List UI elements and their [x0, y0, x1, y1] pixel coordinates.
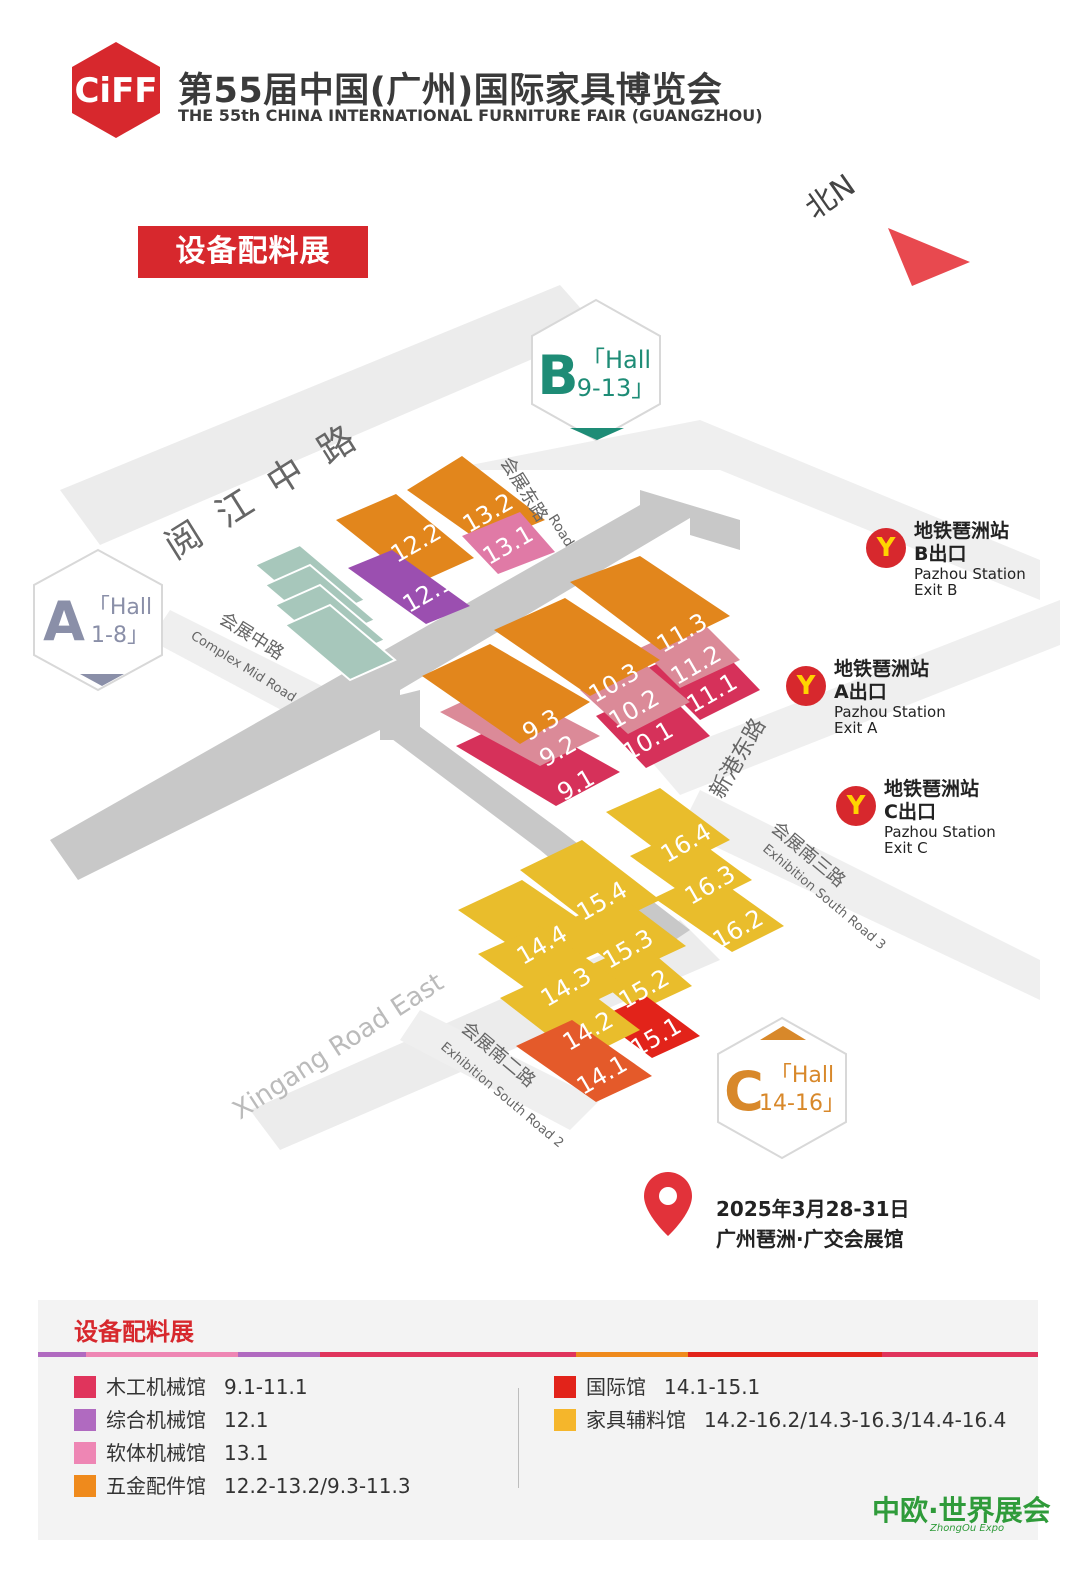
- ciff-logo: CiFF: [72, 42, 160, 138]
- metro-c-en-1: Pazhou Station: [884, 823, 996, 841]
- hall-15-1: [598, 996, 700, 1058]
- svg-text:1-8」: 1-8」: [91, 623, 149, 648]
- metro-b-cn-2: B出口: [914, 543, 967, 565]
- event-date: 2025年3月28-31日: [716, 1197, 910, 1221]
- swatch: [74, 1409, 96, 1431]
- road-south-3: [680, 790, 1040, 1000]
- event-info: 2025年3月28-31日 广州琶洲·广交会展馆: [716, 1194, 910, 1254]
- metro-a-cn-2: A出口: [834, 681, 887, 703]
- svg-text:北N: 北N: [799, 168, 862, 227]
- metro-c-cn-2: C出口: [884, 801, 936, 823]
- hall-badge-a[interactable]: A 「Hall 1-8」: [33, 548, 163, 692]
- compass-label: 北N: [799, 168, 862, 227]
- metro-a-cn-1: 地铁琶洲站: [834, 658, 930, 680]
- hall-badge-b[interactable]: B 「Hall 9-13」: [531, 298, 661, 442]
- swatch: [74, 1475, 96, 1497]
- road-complex-mid: [150, 610, 330, 720]
- watermark-subtitle: ZhongOu Expo: [930, 1523, 1005, 1534]
- svg-text:C: C: [724, 1060, 764, 1123]
- metro-b-cn-1: 地铁琶洲站: [914, 520, 1010, 542]
- legend-divider: [518, 1388, 519, 1488]
- event-venue: 广州琶洲·广交会展馆: [716, 1227, 904, 1251]
- hall-15-2: [584, 942, 692, 1012]
- hall-14-2: [500, 970, 640, 1060]
- ring-connector: [380, 690, 420, 740]
- svg-text:14-16」: 14-16」: [759, 1091, 845, 1116]
- hall-12-2: [336, 494, 474, 584]
- metro-icon: Y: [866, 528, 906, 568]
- swatch: [554, 1376, 576, 1398]
- metro-a-en-2: Exit A: [834, 719, 878, 737]
- hall-badge-c[interactable]: C 「Hall 14-16」: [717, 1016, 847, 1160]
- svg-text:「Hall: 「Hall: [581, 346, 651, 374]
- legend-color-bar: [38, 1352, 1038, 1357]
- road-exhibition-east: [445, 420, 1040, 600]
- north-arrow-icon: [888, 228, 970, 286]
- hall-14-1: [516, 1020, 652, 1102]
- hall-1-8-blocks: [253, 543, 397, 682]
- hall-14-4: [458, 880, 616, 974]
- metro-b-en-1: Pazhou Station: [914, 565, 1026, 583]
- legend-title: 设备配料展: [74, 1318, 194, 1346]
- metro-a-en-1: Pazhou Station: [834, 703, 946, 721]
- svg-text:CiFF: CiFF: [74, 71, 157, 111]
- hall-10-3: [494, 598, 660, 696]
- swatch: [74, 1442, 96, 1464]
- road-south-2: [400, 1010, 600, 1130]
- hall-11-3: [570, 556, 730, 650]
- svg-text:B: B: [537, 344, 578, 407]
- road-east-diagonal: [650, 600, 1060, 795]
- road-label-exhibition-east-en: Road: [545, 512, 577, 550]
- svg-text:「Hall: 「Hall: [88, 595, 152, 620]
- road-yuejiang-mid: [60, 285, 600, 545]
- svg-text:9-13」: 9-13」: [577, 374, 655, 402]
- hall-13-1: [462, 512, 555, 574]
- svg-text:「Hall: 「Hall: [770, 1063, 834, 1088]
- location-pin-icon: [644, 1172, 692, 1236]
- metro-c-cn-1: 地铁琶洲站: [884, 778, 980, 800]
- metro-c-en-2: Exit C: [884, 839, 928, 857]
- hall-9-3: [422, 644, 590, 744]
- swatch: [74, 1376, 96, 1398]
- metro-icon: Y: [836, 786, 876, 826]
- hall-12-1: [348, 550, 470, 624]
- watermark-logo: 中欧·世界展会: [872, 1494, 1051, 1527]
- hall-16-2: [654, 872, 784, 952]
- fair-title-cn: 第55届中国(广州)国际家具博览会: [178, 71, 723, 111]
- fair-title-en: THE 55th CHINA INTERNATIONAL FURNITURE F…: [178, 106, 763, 125]
- section-tag: 设备配料展: [138, 226, 368, 278]
- svg-text:A: A: [43, 590, 85, 653]
- metro-icon: Y: [786, 666, 826, 706]
- swatch: [554, 1409, 576, 1431]
- metro-b-en-2: Exit B: [914, 581, 958, 599]
